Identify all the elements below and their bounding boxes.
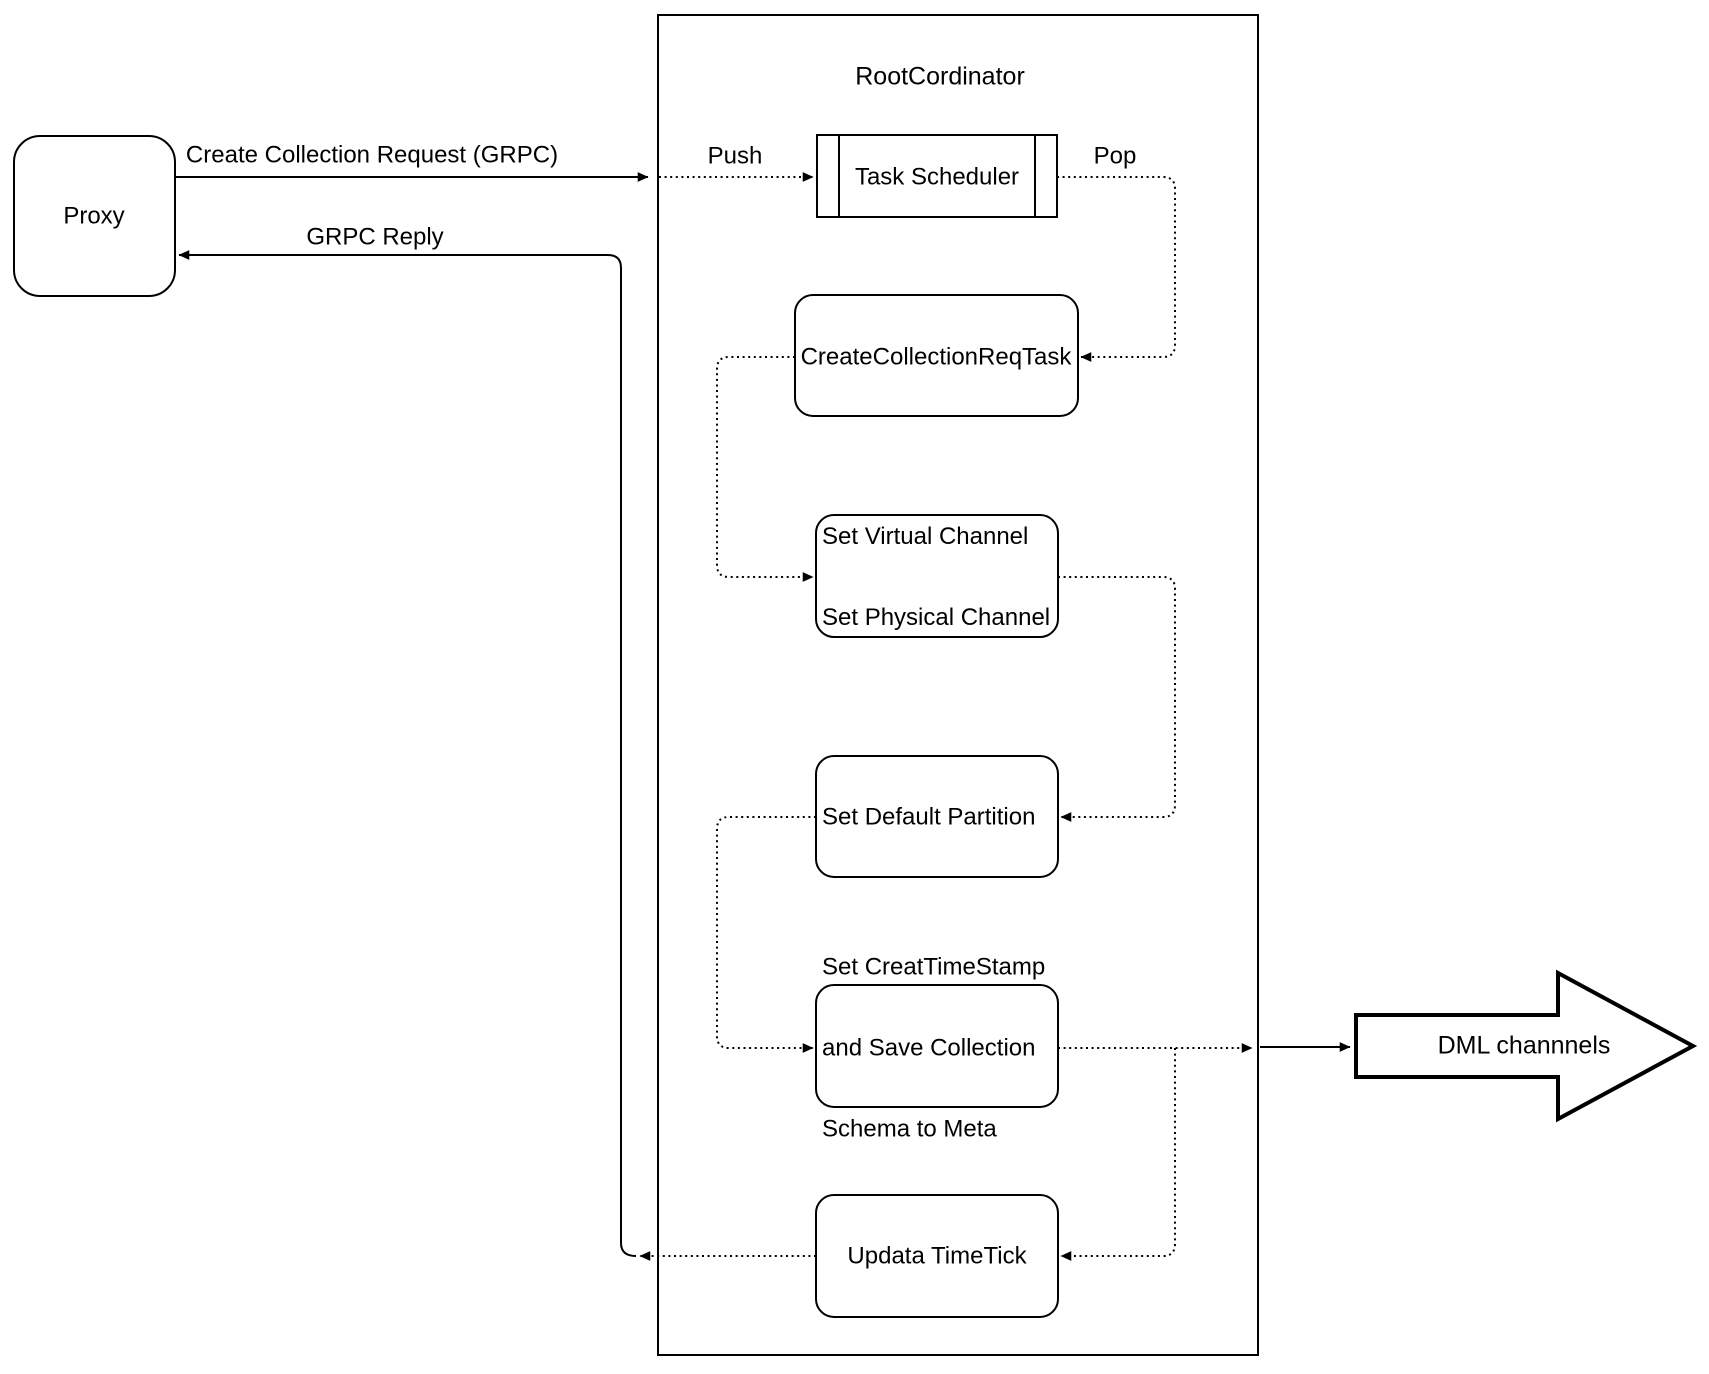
edge-grpc-reply (178, 250, 637, 1257)
create-collection-req-task-node (794, 294, 1079, 417)
create-collection-req-task-label: CreateCollectionReqTask (800, 343, 1072, 371)
update-timetick-label: Updata TimeTick (847, 1242, 1027, 1270)
rootcoordinator-title: RootCordinator (855, 62, 1025, 91)
proxy-label: Proxy (63, 202, 125, 230)
create-collection-request-label: Create Collection Request (GRPC) (185, 141, 559, 169)
task-scheduler-node (816, 134, 1058, 218)
set-channels-line2: Set Physical Channel (822, 604, 1051, 631)
dml-channels-arrow-shape (1354, 969, 1698, 1123)
set-create-timestamp-line3: Schema to Meta (822, 1115, 997, 1143)
set-default-partition-node (815, 755, 1059, 878)
pop-label: Pop (1093, 142, 1137, 170)
set-create-timestamp-line2: and Save Collection (822, 1034, 1036, 1062)
set-channels-label: Set Virtual Channel Set Physical Channel (822, 469, 1050, 685)
task-scheduler-label: Task Scheduler (854, 163, 1020, 191)
set-create-timestamp-node (815, 984, 1059, 1108)
set-channels-line1: Set Virtual Channel (822, 523, 1029, 550)
proxy-node (13, 135, 176, 297)
edge-pop (1057, 176, 1176, 362)
push-label: Push (707, 142, 763, 170)
set-create-timestamp-line1: Set CreatTimeStamp (822, 953, 1046, 981)
dml-channels-label: DML channnels (1437, 1031, 1611, 1060)
rootcoordinator-container (657, 14, 1259, 1356)
set-default-partition-label: Set Default Partition (822, 803, 1036, 831)
edge-timestamp-to-update-timetick (1060, 1048, 1176, 1261)
set-channels-node (815, 514, 1059, 638)
grpc-reply-label: GRPC Reply (306, 223, 444, 251)
set-create-timestamp-label: Set CreatTimeStamp and Save Collection S… (822, 900, 1045, 1197)
update-timetick-node (815, 1194, 1059, 1318)
